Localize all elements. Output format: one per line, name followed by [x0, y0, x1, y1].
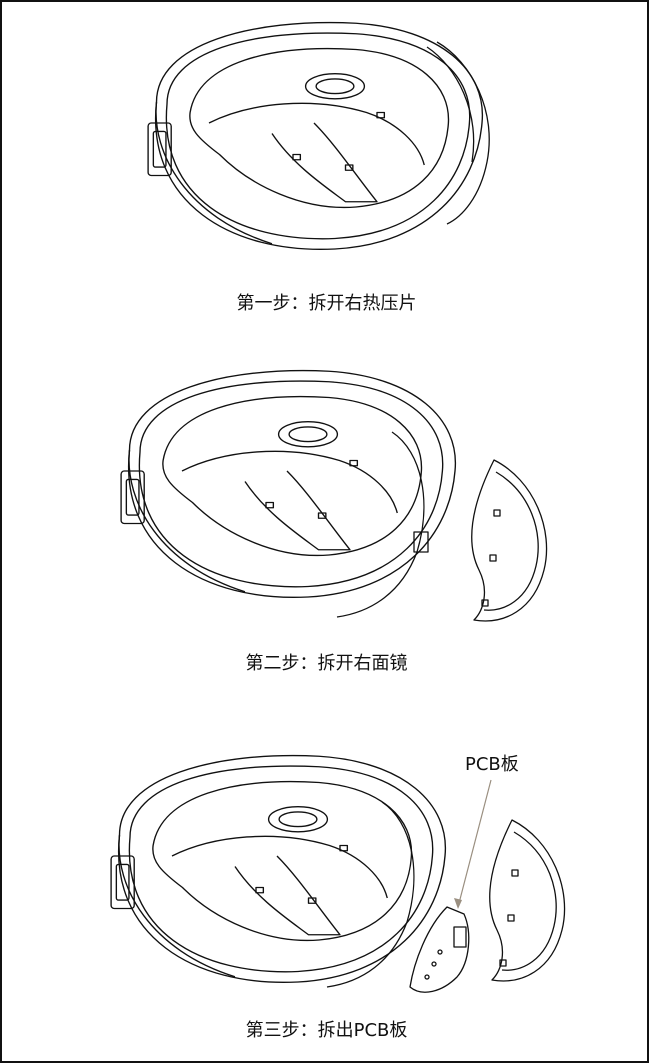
- step2-headset-drawing: [120, 369, 457, 618]
- step3-headset-drawing: [110, 754, 447, 988]
- step1-headset-drawing: [147, 21, 490, 251]
- step3-pcb-board: [409, 906, 470, 993]
- step3-caption: 第三步：拆出PCB板: [245, 1020, 408, 1041]
- pcb-callout-label: PCB板: [465, 754, 519, 775]
- callout-arrow: [457, 779, 492, 908]
- callout-arrowhead: [454, 898, 462, 909]
- step2-detached-lens: [471, 459, 548, 622]
- step2-caption: 第二步：拆开右面镜: [245, 653, 408, 674]
- step3-detached-lens: [489, 819, 566, 982]
- step1-caption: 第一步：拆开右热压片: [236, 293, 417, 314]
